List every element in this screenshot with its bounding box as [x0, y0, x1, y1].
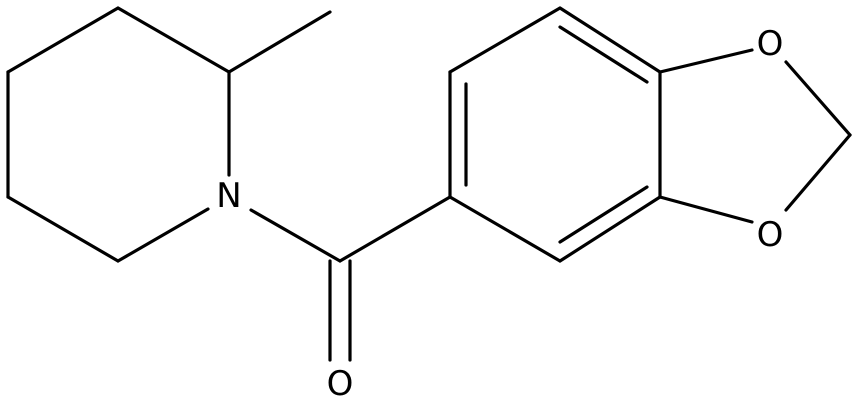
- bond-n1-carbonyl: [249, 208, 342, 263]
- atom-o-upper: O: [757, 24, 784, 64]
- dioxole-upper-oxygen-label: O: [757, 24, 784, 64]
- bond-o-upper-ch2: [784, 60, 852, 137]
- dioxole-lower-oxygen-label: O: [757, 215, 784, 255]
- bond-ar-c6-c1: [448, 195, 562, 263]
- benzene-ring: [448, 6, 662, 263]
- bond-ar-c5-c6-inner: [558, 185, 649, 244]
- bond-c3-c4: [6, 6, 120, 74]
- atom-labels: N O O O: [216, 24, 783, 404]
- bond-ar-c3-c4-inner: [558, 25, 649, 84]
- piperidine-ring: [6, 6, 332, 263]
- bond-c2-c3: [116, 6, 231, 74]
- bond-ar-c3-c4: [558, 6, 662, 74]
- dioxole-ring: [658, 48, 852, 224]
- atom-o-carbonyl: O: [327, 364, 354, 404]
- atom-o-lower: O: [757, 215, 784, 255]
- atom-n1: N: [216, 176, 241, 216]
- bond-c6-n1: [116, 207, 210, 263]
- bond-carbonyl-aryl: [338, 195, 452, 263]
- bond-c4-o-upper: [658, 48, 754, 74]
- bond-ar-c5-c6: [558, 195, 662, 263]
- bond-o-lower-c5: [658, 195, 754, 224]
- bond-c2-methyl: [227, 10, 332, 74]
- bond-c5-c6: [6, 195, 120, 263]
- nitrogen-label: N: [216, 176, 241, 216]
- carbonyl-group: [249, 195, 452, 362]
- bond-ar-c2-c3: [448, 6, 562, 74]
- carbonyl-oxygen-label: O: [327, 364, 354, 404]
- bond-ch2-o-lower: [784, 133, 852, 212]
